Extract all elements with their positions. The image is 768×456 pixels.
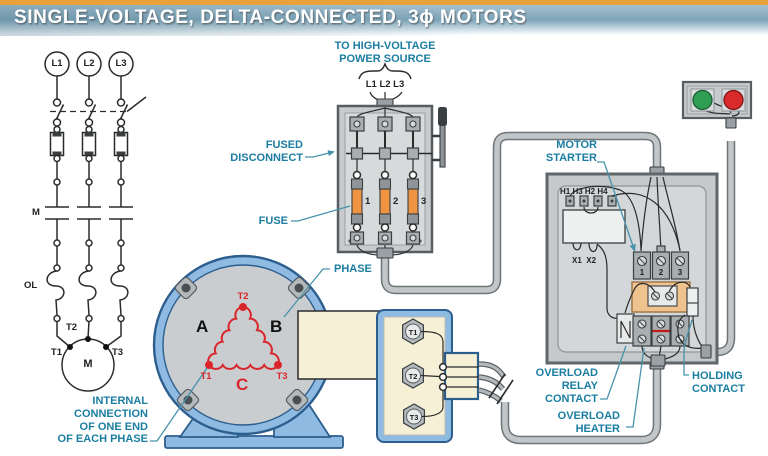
hex-terminal-icon <box>403 403 425 430</box>
holding-contact-icon <box>686 287 699 317</box>
leader-lines <box>150 150 693 442</box>
delta-terminal-t1: T1 <box>200 371 212 382</box>
green-start-button-icon[interactable] <box>692 89 713 111</box>
overload-heater-icon <box>632 315 652 347</box>
holding-contact-label: HOLDING CONTACT <box>692 370 745 395</box>
fuse-number-3: 3 <box>421 196 427 207</box>
motor-starter-label: MOTOR STARTER <box>545 139 597 164</box>
fuse-number-1: 1 <box>365 196 371 207</box>
title-banner <box>0 0 768 36</box>
contact-label-m: M <box>32 207 40 218</box>
line-label-l2: L2 <box>83 58 95 69</box>
bolt-icon <box>176 388 200 412</box>
phase-a-label: A <box>196 317 209 336</box>
motor-terminal-t1: T1 <box>50 347 62 358</box>
fuse-number-2: 2 <box>393 196 399 207</box>
line-label-l3: L3 <box>115 58 127 69</box>
brace-icon <box>358 61 412 80</box>
motor-icon <box>152 254 344 449</box>
h-terminal-labels: H1 H3 H2 H4 <box>560 187 608 196</box>
line-terminal-icon <box>632 251 652 280</box>
line-terminal-icon <box>670 251 690 280</box>
delta-terminal-t3: T3 <box>276 371 288 382</box>
fused-disconnect-label: FUSED DISCONNECT <box>230 139 303 164</box>
ladder-schematic-icon <box>44 51 147 392</box>
disconnect-line-labels: L1 L2 L3 <box>365 79 405 90</box>
x-terminal-labels: X1 X2 <box>572 256 597 265</box>
terminal-box-icon <box>297 309 514 443</box>
box-terminal-t1: T1 <box>408 328 418 337</box>
motor-starter-enclosure-icon <box>545 172 719 367</box>
conduit-icon <box>380 131 736 445</box>
fuse-label: FUSE <box>258 215 288 227</box>
phase-c-label: C <box>236 375 249 394</box>
red-stop-button-icon[interactable] <box>723 89 744 111</box>
phase-label: PHASE <box>334 263 372 275</box>
hex-terminal-icon <box>402 318 424 345</box>
delta-terminal-t2: T2 <box>237 291 249 302</box>
fuse-icon <box>379 188 391 215</box>
disconnect-handle-icon <box>432 107 447 168</box>
wire-break-icon <box>488 373 514 405</box>
control-transformer-icon <box>562 195 626 319</box>
delta-winding-icon <box>205 303 282 370</box>
hex-terminal-icon <box>402 362 424 389</box>
bolt-icon <box>285 388 309 412</box>
line-terminal-icon <box>651 251 671 280</box>
box-terminal-t3: T3 <box>409 413 419 422</box>
schematic-motor-label: M <box>83 358 93 370</box>
line-terminal-2: 2 <box>658 268 664 277</box>
overload-relay-contact-label: OVERLOAD RELAY CONTACT <box>535 367 598 405</box>
bolt-icon <box>174 276 198 300</box>
motor-terminal-t3: T3 <box>112 347 124 358</box>
bolt-icon <box>287 276 311 300</box>
page-title: SINGLE-VOLTAGE, DELTA-CONNECTED, 3ϕ MOTO… <box>14 7 527 28</box>
line-label-l1: L1 <box>51 58 63 69</box>
line-terminal-3: 3 <box>677 268 683 277</box>
overload-label-ol: OL <box>24 280 38 291</box>
fused-disconnect-icon <box>336 61 665 370</box>
fuse-icon <box>407 188 419 215</box>
fuse-icon <box>351 188 363 215</box>
overload-heater-label: OVERLOAD HEATER <box>557 410 620 435</box>
box-terminal-t2: T2 <box>408 372 418 381</box>
motor-terminal-t2: T2 <box>66 322 78 333</box>
pushbutton-station-icon <box>681 80 753 129</box>
internal-connection-caption: INTERNAL CONNECTION OF ONE END OF EACH P… <box>57 395 148 446</box>
overload-heater-icon <box>651 315 671 347</box>
phase-b-label: B <box>270 317 283 336</box>
overload-relay-contact-icon <box>616 313 635 344</box>
line-terminal-1: 1 <box>639 268 645 277</box>
power-source-label: TO HIGH-VOLTAGE POWER SOURCE <box>334 40 436 65</box>
